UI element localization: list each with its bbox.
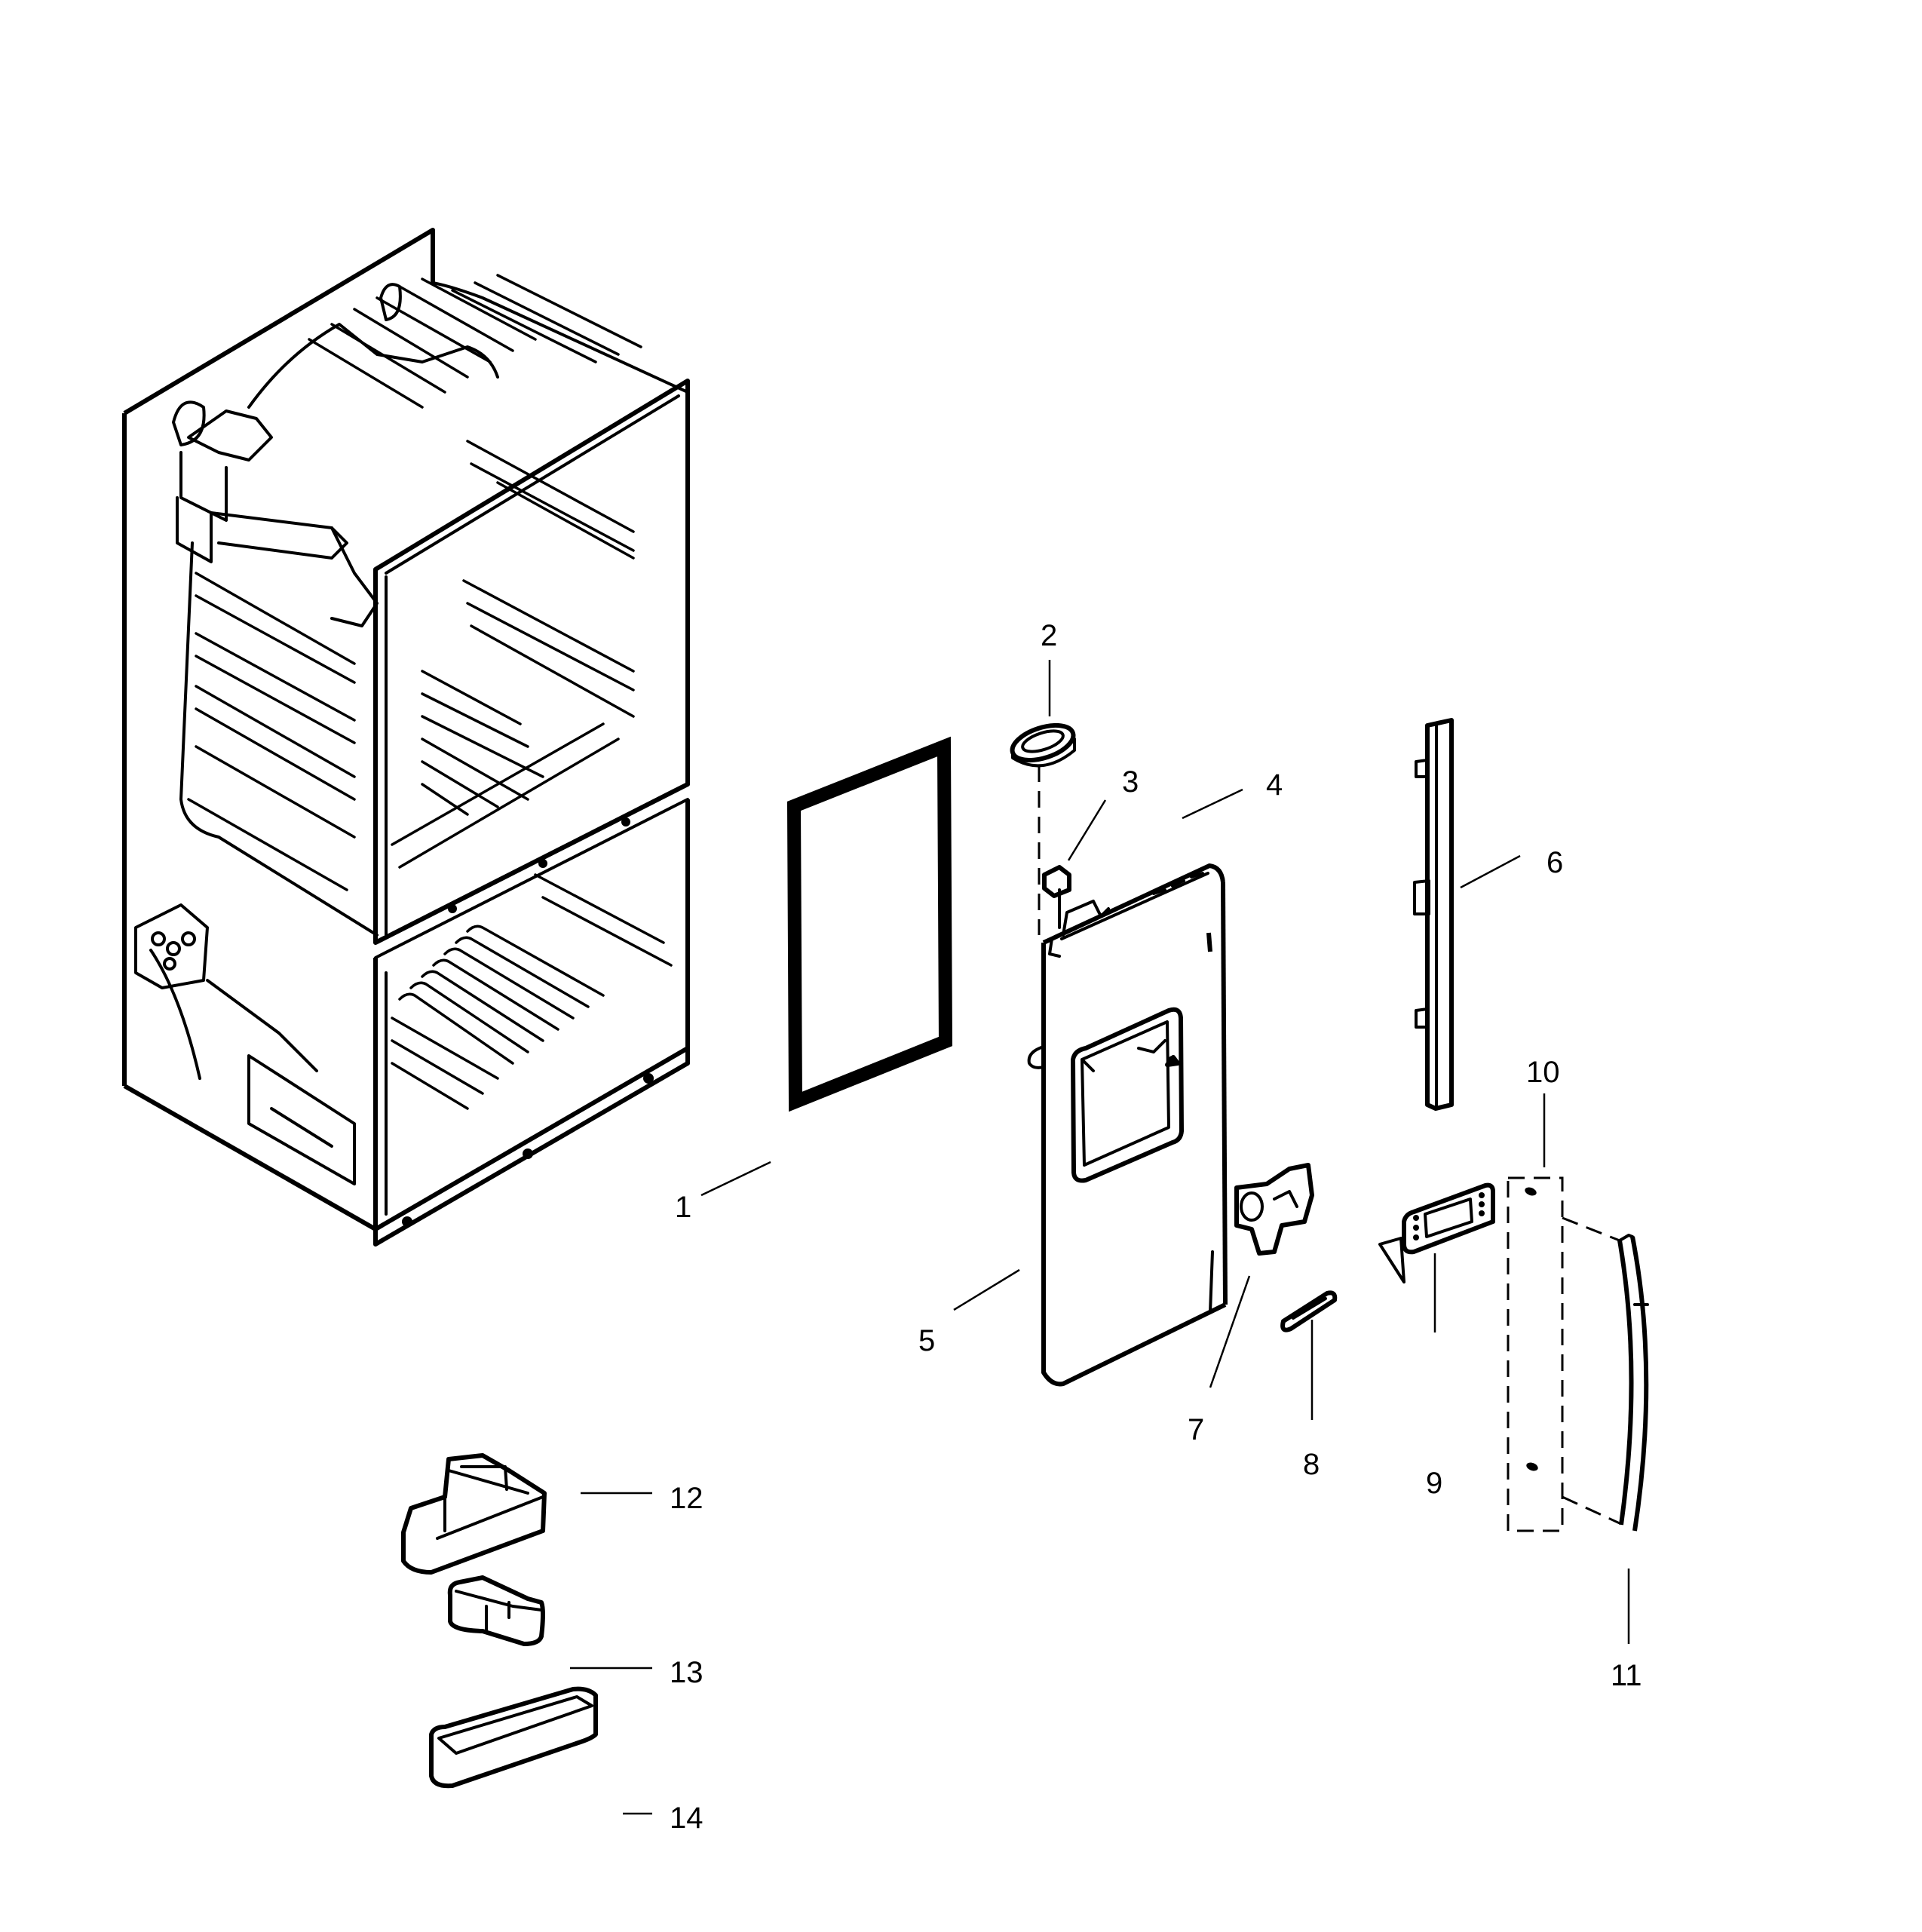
callout-9: 9 [1426,1467,1442,1500]
upper-compartment-ribs [391,440,635,869]
callout-labels: 1 2 3 4 5 6 7 8 9 10 11 12 13 14 [670,619,1642,1835]
top-panel-ribs [308,274,642,409]
left-wall-ribs [187,572,356,891]
callout-2: 2 [1041,619,1057,652]
part-6-seal-bar[interactable] [1413,718,1454,1111]
part-2-hinge-cap[interactable] [1008,719,1077,768]
mullion-bolts [448,817,630,913]
dispenser-recess [1071,1007,1184,1183]
part-12-large-bin[interactable] [401,1453,547,1575]
part-13-small-bin[interactable] [447,1575,545,1646]
machine-compartment-holes [151,931,196,971]
refrigerator-cabinet [122,228,690,1247]
part-9-control-panel[interactable] [1378,1182,1495,1283]
part-5-refrigerator-door[interactable] [1027,863,1228,1387]
part-7-dispenser-actuator[interactable] [1234,1163,1314,1256]
callout-4: 4 [1266,768,1283,802]
callout-6: 6 [1546,846,1563,879]
callout-7: 7 [1188,1413,1204,1446]
part-8-lever-pad[interactable] [1280,1290,1338,1332]
freezer-ribs [391,873,673,1110]
callout-12: 12 [670,1482,704,1515]
callout-8: 8 [1303,1448,1320,1481]
part-1-door-gasket[interactable] [786,736,953,1112]
part-14-shallow-tray[interactable] [429,1686,598,1789]
part-4-screw[interactable] [1165,1055,1180,1067]
callout-5: 5 [918,1324,935,1357]
callout-11: 11 [1611,1659,1642,1692]
callout-13: 13 [670,1656,704,1689]
callout-3: 3 [1122,765,1139,799]
part-11-door-handle[interactable] [1617,1234,1649,1532]
callout-10: 10 [1526,1056,1560,1089]
callout-1: 1 [675,1191,691,1224]
leader-lines [570,660,1630,1815]
callout-14: 14 [670,1802,704,1835]
base-rail-feet [402,1073,654,1227]
part-10-handle-screws[interactable] [1507,1176,1620,1532]
part-3-hinge-bushing[interactable] [1042,865,1071,929]
